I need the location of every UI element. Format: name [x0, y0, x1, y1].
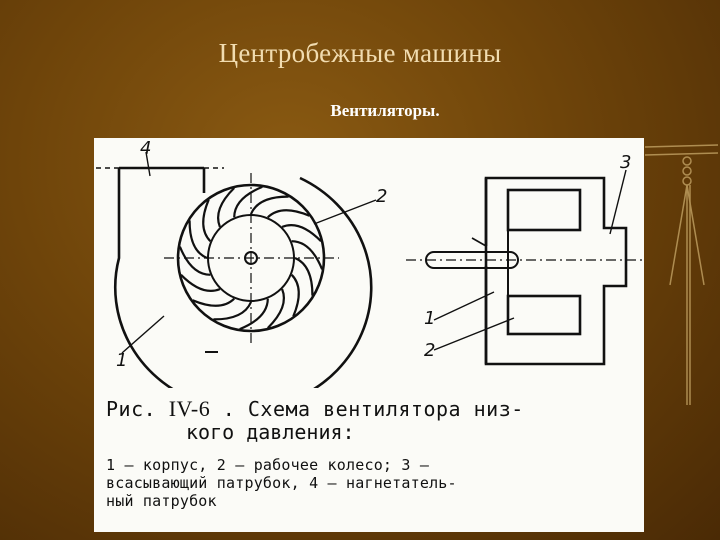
impeller-blade: [267, 288, 286, 329]
impeller-blade: [213, 301, 253, 321]
label-outlet-4: 4: [140, 138, 151, 159]
impeller-blade: [216, 187, 235, 228]
front-view-housing: [96, 166, 373, 388]
label-housing-1: 1: [116, 350, 127, 371]
caption-number: IV-6: [168, 396, 211, 421]
impeller-blade: [267, 209, 310, 219]
impeller-blade: [290, 274, 300, 317]
caption-prefix: Рис.: [106, 397, 157, 421]
impeller-blade: [192, 297, 235, 307]
impeller-blade: [188, 220, 208, 260]
impeller-blade: [291, 240, 324, 270]
impeller-blade: [180, 274, 221, 293]
scales-decoration: [644, 144, 719, 405]
impeller-blade: [239, 298, 269, 331]
caption-line1: . Схема вентилятора низ-: [222, 397, 524, 421]
slide-title: Центробежные машины: [218, 38, 502, 68]
legend-line2: всасывающий патрубок, 4 — нагнетатель-: [106, 474, 457, 492]
fan-scheme-figure: 4 1 2 3 1 2 Рис. IV-6 . Схема вентилятор…: [94, 138, 644, 532]
label-inlet-3: 3: [620, 152, 631, 173]
label-impeller-2: 2: [376, 186, 387, 207]
figure-caption: Рис. IV-6 . Схема вентилятора низ- кого …: [106, 396, 636, 510]
caption-line2: кого давления:: [186, 420, 355, 444]
fan-diagram: 4 1 2 3 1 2: [96, 138, 642, 388]
label-side-impeller-2: 2: [424, 340, 435, 361]
impeller-blade: [249, 195, 289, 215]
slide-subtitle: Вентиляторы.: [330, 101, 440, 120]
front-view-impeller: [164, 173, 339, 343]
legend-line1: 1 — корпус, 2 — рабочее колесо; 3 —: [106, 456, 430, 474]
label-side-housing-1: 1: [424, 308, 435, 329]
impeller-blade: [202, 199, 212, 242]
side-view-housing: [406, 176, 642, 366]
impeller-blade: [294, 256, 314, 296]
impeller-blade: [233, 185, 263, 218]
impeller-blade: [178, 246, 211, 276]
legend-line3: ный патрубок: [106, 492, 217, 510]
impeller-blade: [281, 223, 322, 242]
